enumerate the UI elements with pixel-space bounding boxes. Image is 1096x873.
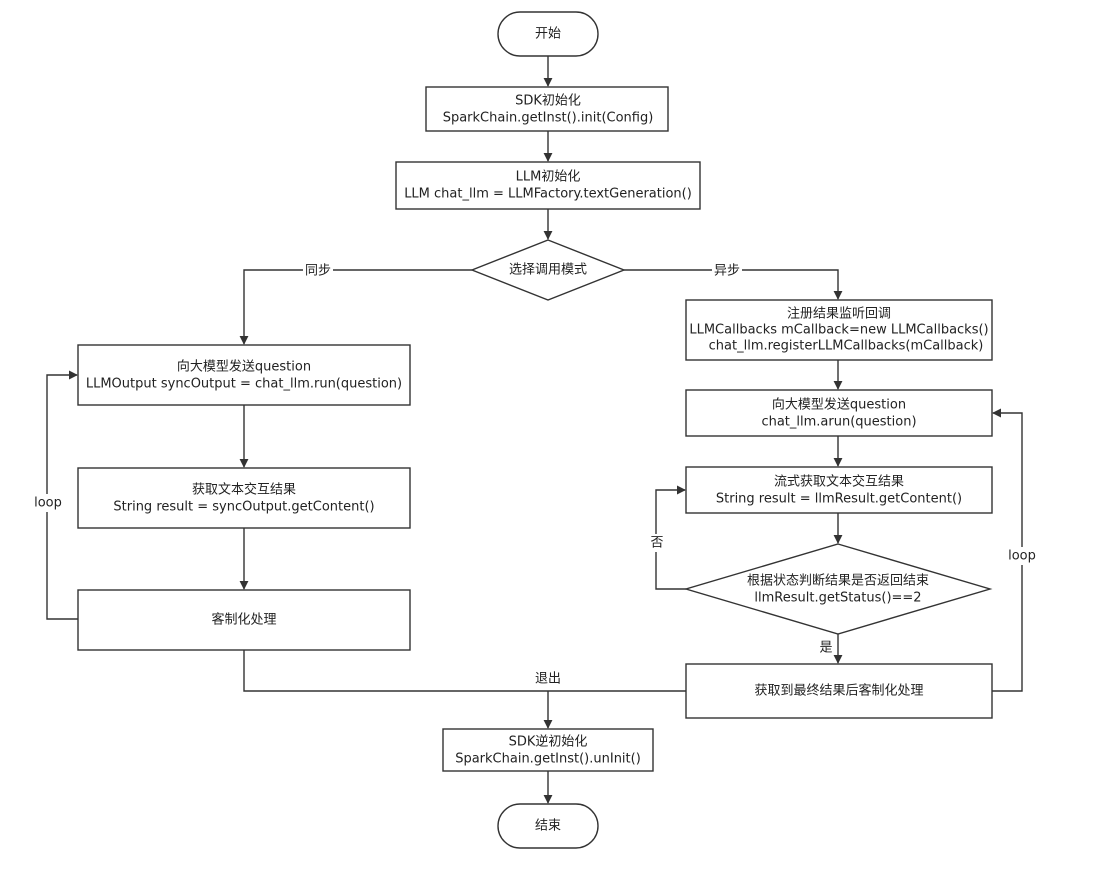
node-llm-init-code: LLM chat_llm = LLMFactory.textGeneration…	[404, 187, 692, 202]
label-async: 异步	[714, 264, 740, 279]
node-check-end: 根据状态判断结果是否返回结束 llmResult.getStatus()==2	[683, 543, 993, 635]
node-start-label: 开始	[535, 27, 561, 42]
node-stream-get: 流式获取文本交互结果 String result = llmResult.get…	[685, 466, 993, 514]
node-register-callback-code1: LLMCallbacks mCallback=new LLMCallbacks(…	[689, 323, 988, 338]
label-no: 否	[650, 536, 663, 551]
node-sdk-init-title: SDK初始化	[515, 94, 581, 109]
node-end-label: 结束	[535, 819, 561, 834]
node-sync-send-code: LLMOutput syncOutput = chat_llm.run(ques…	[86, 377, 402, 392]
node-final-custom: 获取到最终结果后客制化处理	[685, 663, 993, 719]
label-exit: 退出	[535, 672, 561, 687]
node-sdk-uninit: SDK逆初始化 SparkChain.getInst().unInit()	[442, 728, 654, 772]
node-async-send-code: chat_llm.arun(question)	[761, 415, 916, 430]
node-sdk-uninit-code: SparkChain.getInst().unInit()	[455, 752, 641, 767]
node-choose-mode-label: 选择调用模式	[509, 263, 587, 278]
node-check-end-code: llmResult.getStatus()==2	[754, 591, 921, 606]
node-sdk-init-code: SparkChain.getInst().init(Config)	[443, 111, 654, 126]
node-sdk-init: SDK初始化 SparkChain.getInst().init(Config)	[425, 86, 669, 132]
edge-choose-to-sync	[239, 269, 472, 345]
node-sync-custom-label: 客制化处理	[211, 612, 276, 628]
node-sync-get: 获取文本交互结果 String result = syncOutput.getC…	[77, 467, 411, 529]
node-register-callback-code2: chat_llm.registerLLMCallbacks(mCallback)	[709, 339, 984, 354]
node-register-callback: 注册结果监听回调 LLMCallbacks mCallback=new LLMC…	[685, 299, 993, 361]
node-choose-mode: 选择调用模式	[470, 239, 626, 301]
node-sync-custom: 客制化处理	[77, 589, 411, 651]
label-sync: 同步	[305, 264, 331, 279]
edge-labels: 同步 异步 loop loop 否 是 退出	[31, 262, 1039, 687]
node-start: 开始	[497, 11, 599, 57]
node-sync-send-title: 向大模型发送question	[177, 359, 311, 375]
label-yes: 是	[819, 641, 832, 656]
node-sync-get-title: 获取文本交互结果	[192, 482, 296, 498]
node-register-callback-title: 注册结果监听回调	[787, 307, 891, 322]
edge-sync-exit	[243, 650, 548, 692]
node-end: 结束	[497, 803, 599, 849]
node-stream-get-code: String result = llmResult.getContent()	[716, 492, 962, 507]
label-loop-right: loop	[1008, 549, 1036, 564]
node-llm-init: LLM初始化 LLM chat_llm = LLMFactory.textGen…	[395, 161, 701, 210]
node-stream-get-title: 流式获取文本交互结果	[774, 474, 904, 490]
node-llm-init-title: LLM初始化	[516, 170, 581, 185]
node-check-end-title: 根据状态判断结果是否返回结束	[747, 574, 929, 589]
node-async-send: 向大模型发送question chat_llm.arun(question)	[685, 389, 993, 437]
node-sync-get-code: String result = syncOutput.getContent()	[113, 500, 374, 515]
node-sdk-uninit-title: SDK逆初始化	[509, 734, 588, 750]
node-async-send-title: 向大模型发送question	[772, 397, 906, 413]
edge-choose-to-async	[624, 269, 843, 300]
node-final-custom-label: 获取到最终结果后客制化处理	[754, 683, 923, 699]
node-sync-send: 向大模型发送question LLMOutput syncOutput = ch…	[77, 344, 411, 406]
label-loop-left: loop	[34, 496, 62, 511]
